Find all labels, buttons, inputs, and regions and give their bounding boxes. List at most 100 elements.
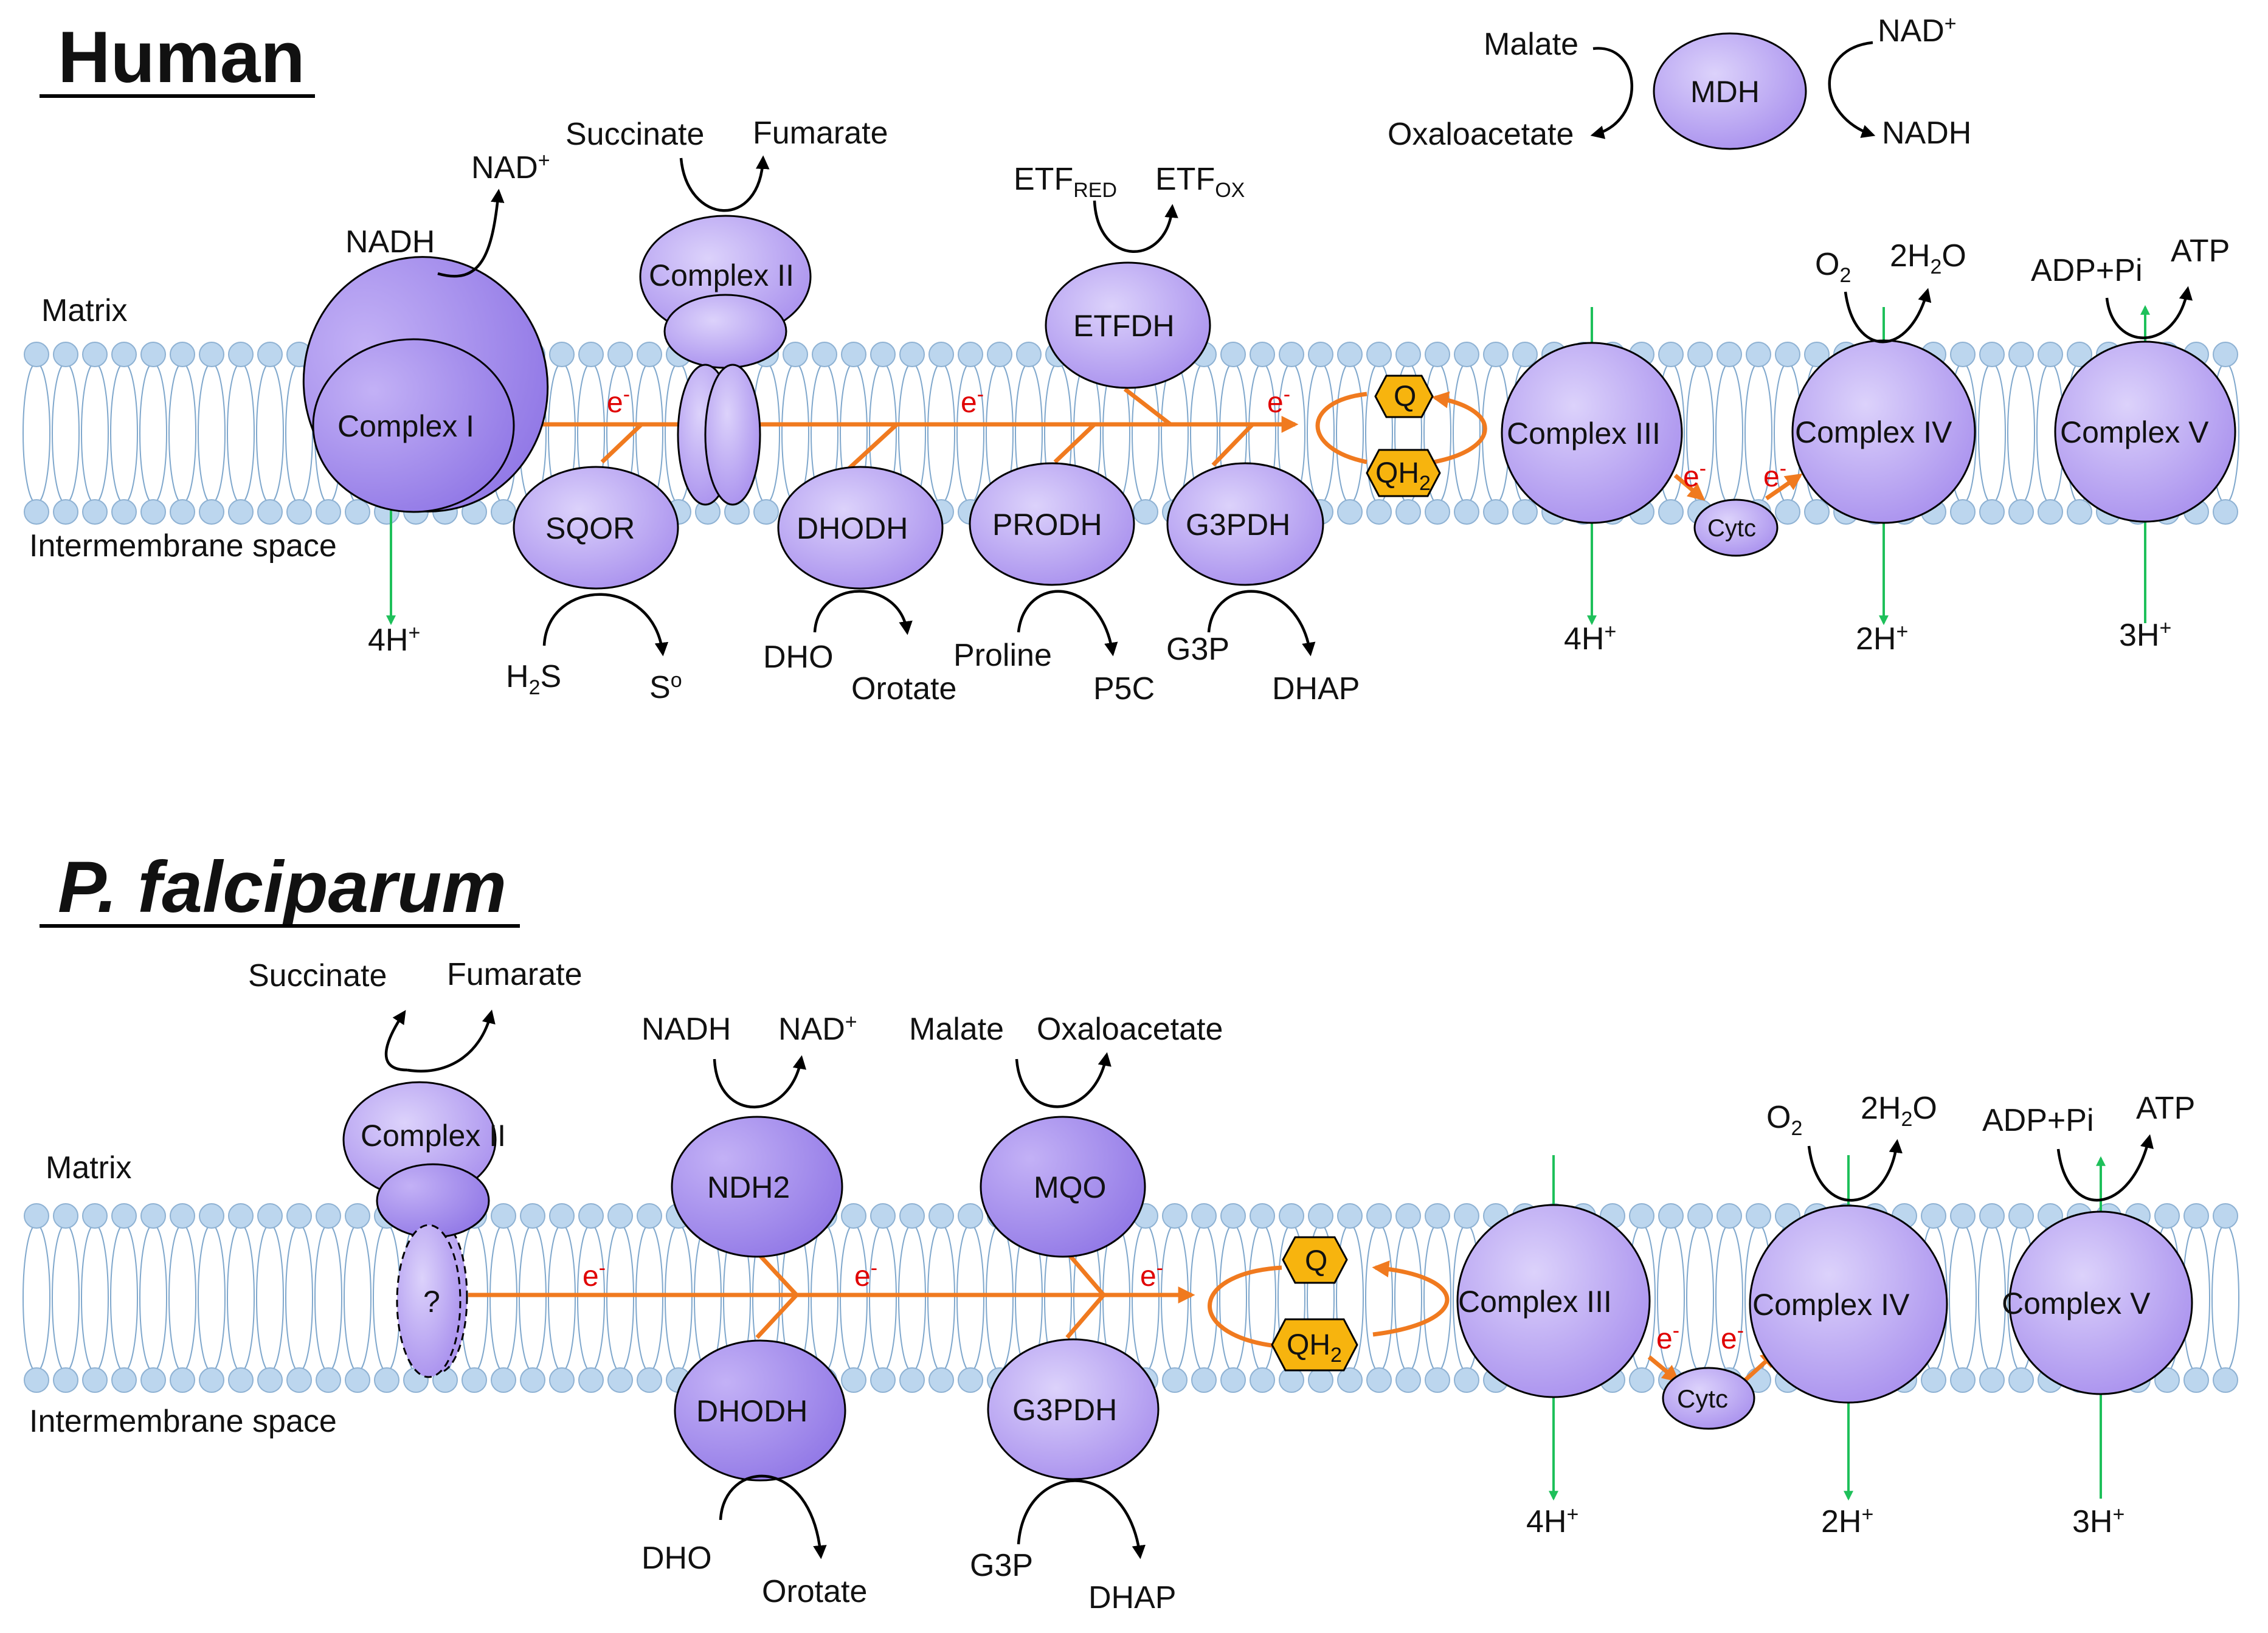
lipid-head xyxy=(1717,1203,1742,1229)
lipid-head xyxy=(1220,1367,1246,1393)
lipid-head xyxy=(140,342,166,367)
lipid-tail xyxy=(548,1224,576,1372)
lipid-tail xyxy=(256,1224,284,1372)
lipid-head xyxy=(257,499,283,525)
lipid-head xyxy=(228,1367,254,1393)
lipid-head xyxy=(140,1367,166,1393)
lipid-head xyxy=(841,342,866,367)
lipid-head xyxy=(1133,499,1158,525)
complex-4-label: Complex IV xyxy=(1795,415,1952,449)
protons-label: 3H+ xyxy=(2119,616,2171,653)
lipid-head xyxy=(899,1367,925,1393)
lipid-head xyxy=(257,1367,283,1393)
electron-label: e- xyxy=(1763,457,1786,493)
orotate-label: Orotate xyxy=(851,671,956,706)
lipid-head xyxy=(345,1203,370,1229)
lipid-head xyxy=(1191,1203,1217,1229)
q-label: Q xyxy=(1305,1245,1327,1277)
lipid-head xyxy=(82,499,108,525)
lipid-head xyxy=(111,342,137,367)
lipid-head xyxy=(549,1367,575,1393)
human-reactions: NADH NAD+ Succinate Fumarate ETFRED ETFO… xyxy=(345,116,2230,706)
lipid-head xyxy=(1512,499,1538,525)
etfdh-label: ETFDH xyxy=(1073,309,1175,343)
lipid-head xyxy=(1687,342,1713,367)
lipid-tail xyxy=(956,1224,984,1372)
lipid-head xyxy=(549,1203,575,1229)
human-complex-5: Complex V xyxy=(2054,340,2236,523)
mqo-label: MQO xyxy=(1034,1170,1106,1204)
lipid-head xyxy=(1454,342,1479,367)
lipid-tail xyxy=(811,1224,838,1372)
lipid-head xyxy=(958,1203,983,1229)
lipid-tail xyxy=(2211,1224,2239,1372)
lipid-head xyxy=(1162,1367,1188,1393)
pf-g3pdh: G3PDH xyxy=(987,1338,1160,1480)
lipid-head xyxy=(1308,342,1333,367)
o2-label: O2 xyxy=(1815,247,1851,287)
lipid-head xyxy=(1658,342,1684,367)
nadh-label: NADH xyxy=(641,1012,731,1047)
human-sqor: SQOR xyxy=(513,466,679,590)
lipid-tail xyxy=(2007,362,2035,504)
lipid-tail xyxy=(1161,1224,1189,1372)
lipid-head xyxy=(1979,1367,2005,1393)
complex-2-label: Complex II xyxy=(649,258,794,292)
oxaloacetate-label: Oxaloacetate xyxy=(1037,1012,1223,1047)
lipid-head xyxy=(1950,499,1976,525)
lipid-head xyxy=(24,499,49,525)
lipid-head xyxy=(53,1367,78,1393)
lipid-head xyxy=(170,499,195,525)
lipid-head xyxy=(1483,499,1509,525)
lipid-tail xyxy=(606,1224,634,1372)
lipid-head xyxy=(1395,1367,1421,1393)
etf-red-label: ETFRED xyxy=(1014,162,1117,202)
nadh-label: NADH xyxy=(345,224,435,260)
dho-label: DHO xyxy=(763,640,834,675)
lipid-head xyxy=(1279,1367,1304,1393)
lipid-head xyxy=(24,1367,49,1393)
lipid-head xyxy=(1454,1203,1479,1229)
lipid-tail xyxy=(1161,362,1189,504)
lipid-tail xyxy=(198,362,226,504)
h2o-label: 2H2O xyxy=(1861,1091,1937,1131)
lipid-head xyxy=(1746,1203,1771,1229)
lipid-head xyxy=(1425,342,1450,367)
pf-ims-label: Intermembrane space xyxy=(29,1404,337,1439)
lipid-tail xyxy=(840,1224,868,1372)
lipid-head xyxy=(24,342,49,367)
qh2-label: QH2 xyxy=(1287,1329,1342,1367)
lipid-head xyxy=(1366,1203,1392,1229)
lipid-tail xyxy=(898,1224,926,1372)
lipid-head xyxy=(1746,342,1771,367)
lipid-tail xyxy=(1978,362,2006,504)
lipid-tail xyxy=(139,1224,167,1372)
lipid-head xyxy=(140,499,166,525)
lipid-head xyxy=(2154,1367,2180,1393)
lipid-head xyxy=(199,342,224,367)
pf-title: P. falciparum xyxy=(58,846,506,928)
lipid-tail xyxy=(1394,1224,1422,1372)
lipid-head xyxy=(607,342,633,367)
lipid-tail xyxy=(577,1224,605,1372)
lipid-head xyxy=(1921,1367,1946,1393)
lipid-head xyxy=(462,1367,487,1393)
etf-ox-label: ETFOX xyxy=(1155,162,1245,202)
lipid-tail xyxy=(52,362,80,504)
electron-label: e- xyxy=(583,1257,606,1293)
oxaloacetate-label: Oxaloacetate xyxy=(1388,117,1574,152)
lipid-head xyxy=(316,1203,341,1229)
lipid-head xyxy=(1454,1367,1479,1393)
pf-complex-3: Complex III xyxy=(1456,1204,1651,1398)
human-etfdh: ETFDH xyxy=(1045,261,1211,389)
lipid-head xyxy=(520,1367,545,1393)
electron-label: e- xyxy=(854,1257,877,1293)
lipid-head xyxy=(1658,1203,1684,1229)
lipid-head xyxy=(549,342,575,367)
lipid-head xyxy=(170,1203,195,1229)
complex-3-label: Complex III xyxy=(1458,1285,1612,1319)
lipid-head xyxy=(316,499,341,525)
lipid-tail xyxy=(1365,1224,1393,1372)
lipid-head xyxy=(1191,1367,1217,1393)
lipid-head xyxy=(345,1367,370,1393)
